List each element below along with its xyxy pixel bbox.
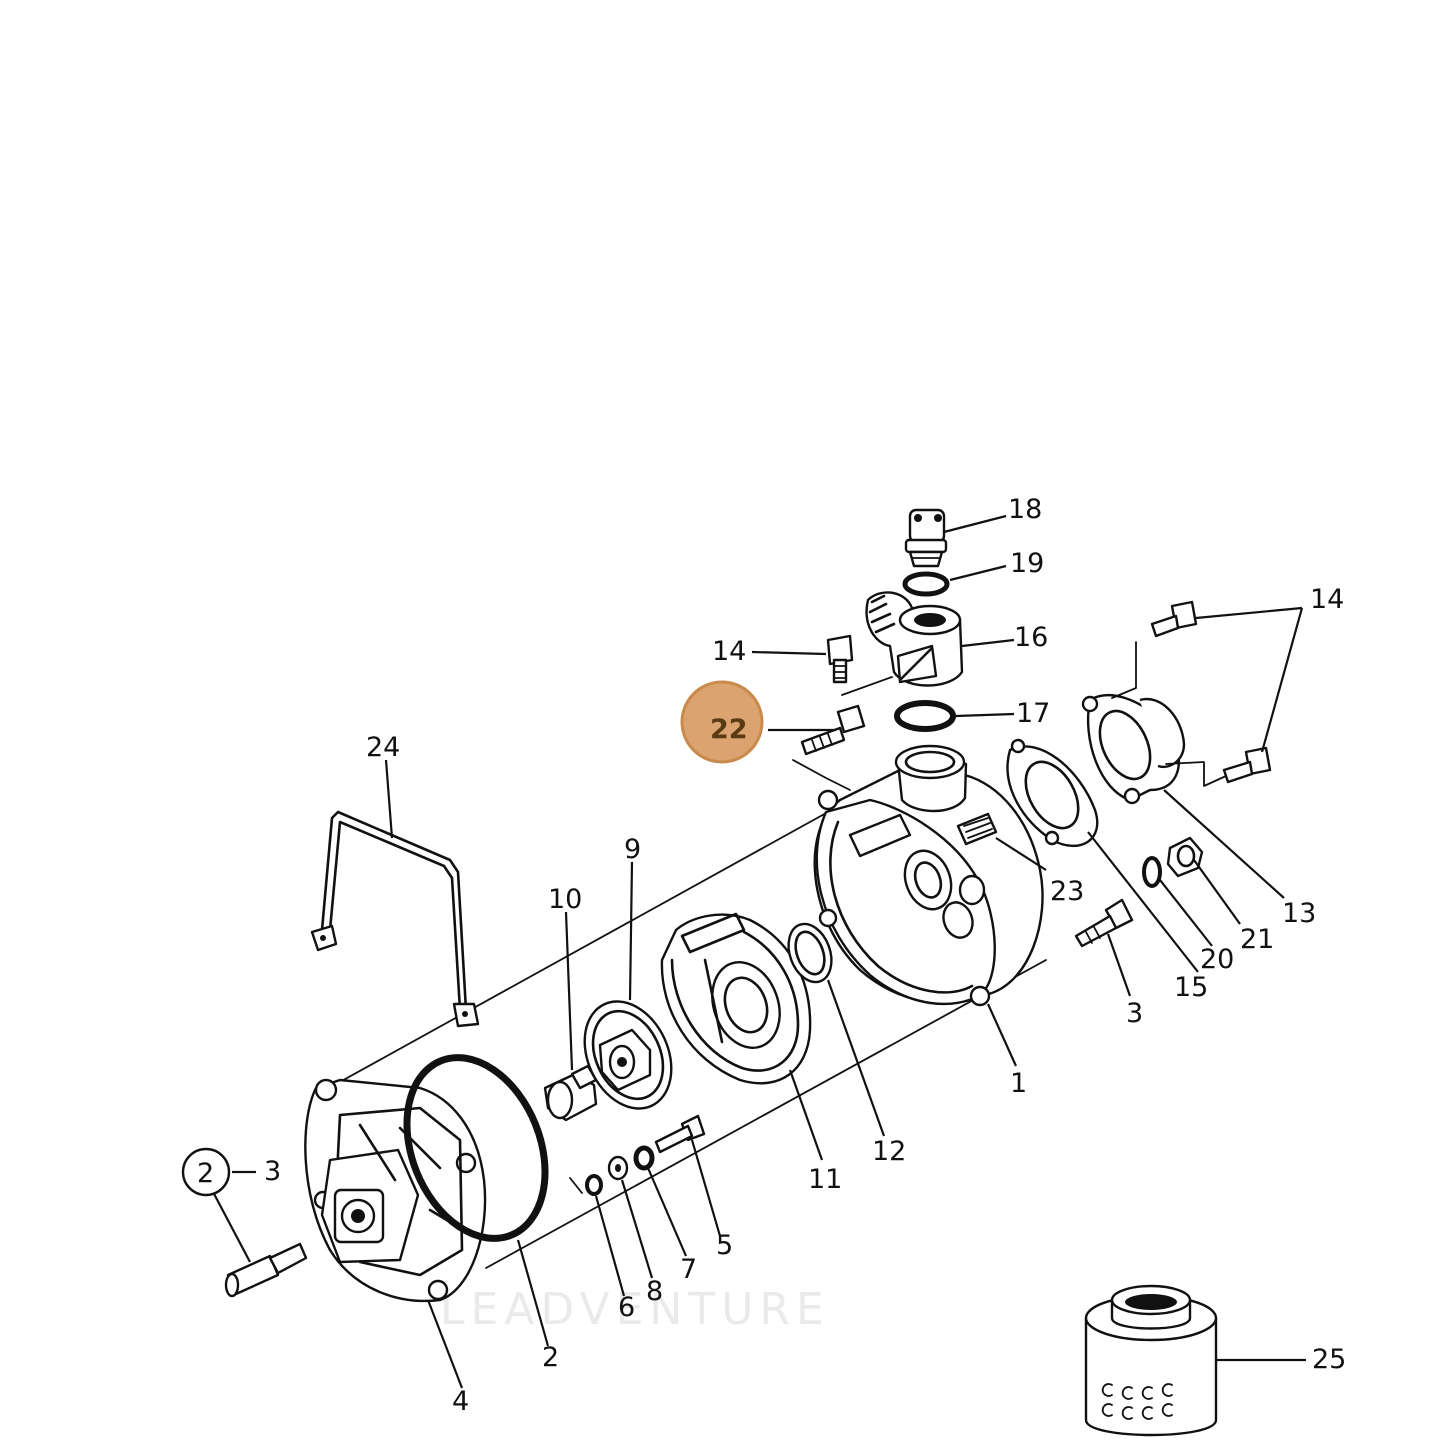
highlight-circle-22[interactable] <box>680 680 764 764</box>
part-front-cover <box>304 1078 487 1303</box>
callout-10: 10 <box>548 884 582 915</box>
callout-23: 23 <box>1050 876 1084 907</box>
part-suction-flange <box>1081 694 1186 805</box>
part-bolt-left <box>826 634 854 684</box>
assembly-centerlines <box>337 676 1047 1269</box>
callout-13: 13 <box>1282 898 1316 929</box>
callout-22[interactable]: 22 <box>710 714 748 745</box>
callout-1: 1 <box>1010 1068 1027 1099</box>
part-large-o-ring <box>403 1054 549 1242</box>
part-impeller <box>583 1000 673 1110</box>
callout-3-left: 3 <box>264 1156 281 1187</box>
callout-4: 4 <box>452 1386 469 1417</box>
part-gasket <box>1006 738 1099 848</box>
part-drain-plug <box>543 1064 598 1122</box>
watermark-text: LEADVENTURE <box>440 1284 830 1335</box>
callout-3-right: 3 <box>1126 998 1143 1029</box>
callout-11: 11 <box>808 1164 842 1195</box>
callout-17: 17 <box>1016 698 1050 729</box>
part-bolts-right <box>1111 600 1272 787</box>
callout-25: 25 <box>1312 1344 1346 1375</box>
part-bracket-rod <box>310 810 480 1028</box>
part-bolt-22 <box>800 704 866 756</box>
callout-18: 18 <box>1008 494 1042 525</box>
callout-7: 7 <box>680 1254 697 1285</box>
part-discharge-elbow <box>865 591 964 687</box>
part-strainer <box>1084 1284 1218 1437</box>
part-impeller-bolt <box>654 1114 706 1154</box>
part-plug-21 <box>1166 836 1204 878</box>
callout-16: 16 <box>1014 622 1048 653</box>
callout-5: 5 <box>716 1230 733 1261</box>
part-small-o-ring <box>585 1174 603 1196</box>
part-shaft-stud <box>224 1242 308 1298</box>
leader-lines <box>211 514 1306 1389</box>
part-plug-o-ring <box>902 571 950 597</box>
part-flat-washer <box>607 1155 629 1181</box>
part-washer-20 <box>1142 856 1162 888</box>
callout-21: 21 <box>1240 924 1274 955</box>
part-casing-bolt <box>1074 898 1134 948</box>
part-seal-ring <box>787 922 833 984</box>
callout-19: 19 <box>1010 548 1044 579</box>
callout-12: 12 <box>872 1136 906 1167</box>
callout-6: 6 <box>618 1292 635 1323</box>
callout-14-right: 14 <box>1310 584 1344 615</box>
part-fill-plug <box>904 508 948 568</box>
callout-24: 24 <box>366 732 400 763</box>
callout-2-circled: 2 <box>197 1158 214 1189</box>
callout-14-left: 14 <box>712 636 746 667</box>
part-lock-washer <box>633 1145 655 1171</box>
callout-2-bottom: 2 <box>542 1342 559 1373</box>
part-volute <box>660 912 812 1085</box>
part-neck-o-ring <box>894 700 956 732</box>
callout-9: 9 <box>624 834 641 865</box>
callout-8: 8 <box>646 1276 663 1307</box>
callout-20: 20 <box>1200 944 1234 975</box>
callout-2-circle <box>181 1147 231 1197</box>
callout-labels: 22 18 19 16 17 14 14 23 13 21 20 15 3 1 … <box>181 494 1346 1417</box>
callout-15: 15 <box>1174 972 1208 1003</box>
part-pump-casing <box>813 744 1044 1007</box>
